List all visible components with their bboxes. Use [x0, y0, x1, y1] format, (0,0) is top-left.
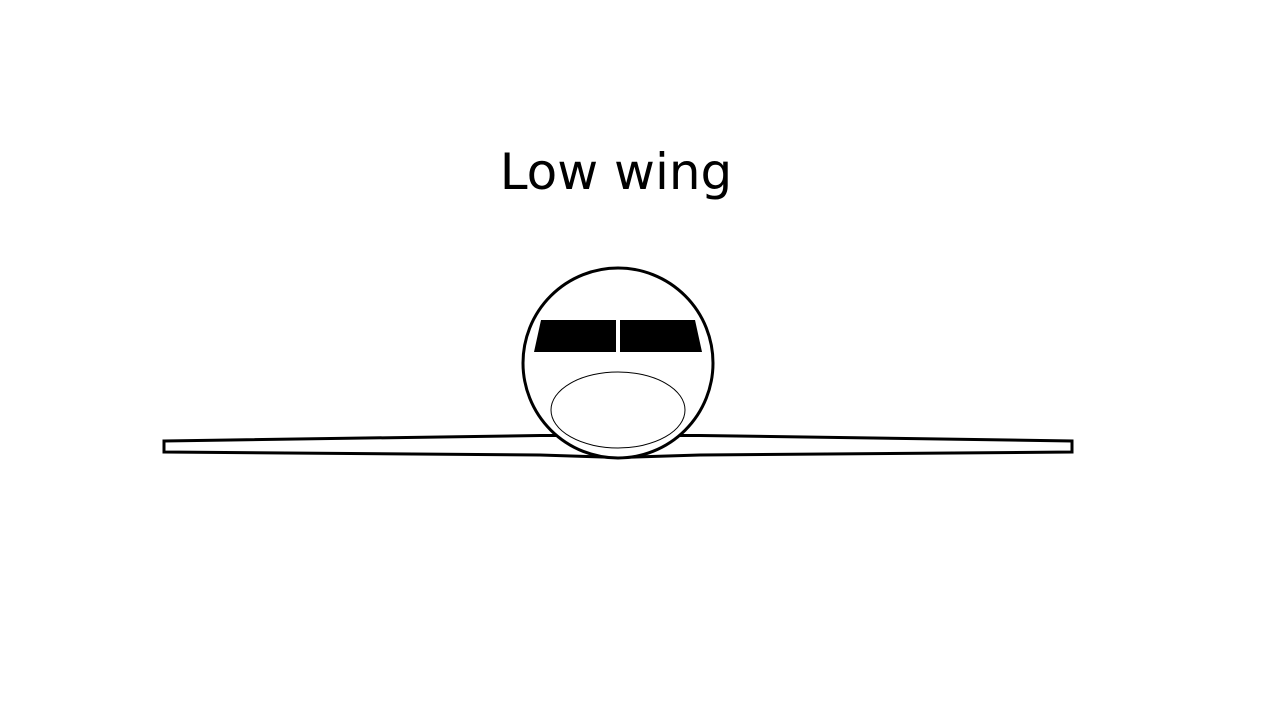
windshield-right-pane — [620, 320, 702, 352]
windshield-left-pane — [534, 320, 616, 352]
slide-title: Low wing — [499, 143, 733, 201]
nose-intake — [550, 371, 686, 449]
